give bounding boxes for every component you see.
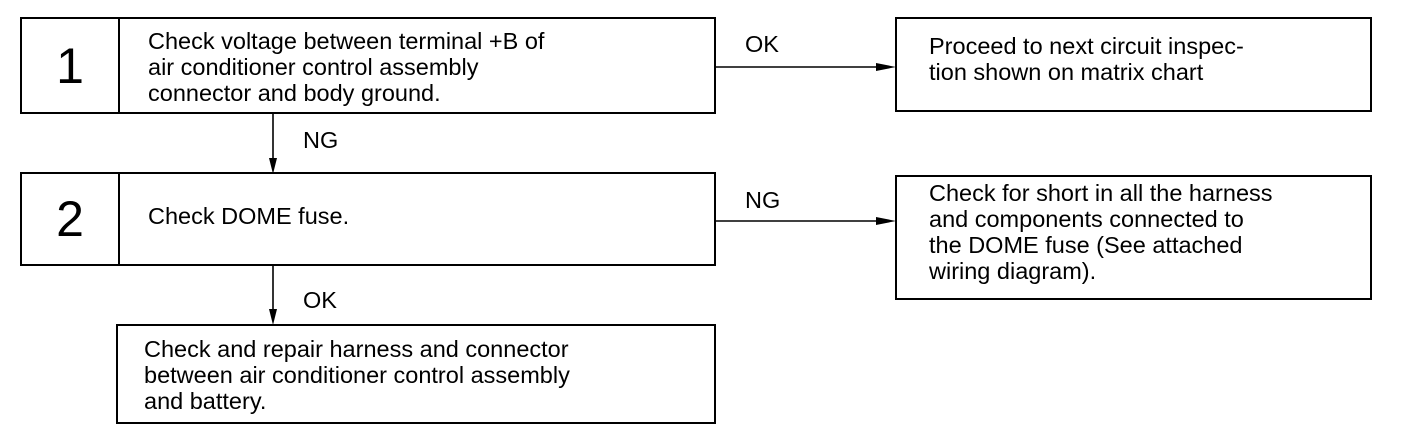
arrowhead-step1-ng <box>269 158 277 174</box>
step-2-ok-result-box <box>116 324 716 424</box>
step-1-line: Check voltage between terminal +B of <box>148 27 545 54</box>
step-2-ok-result-text: Check and repair harness and connector b… <box>144 336 570 414</box>
step-2-ng-line: Check for short in all the harness <box>929 180 1273 206</box>
step-2-number: 2 <box>22 174 120 264</box>
step-2-box: 2 Check DOME fuse. <box>20 172 716 266</box>
step-2-ok-label: OK <box>303 287 337 313</box>
step-2-ok-line: Check and repair harness and connector <box>144 336 569 362</box>
step-2-ng-label: NG <box>745 187 781 213</box>
step-1-ok-result-box <box>895 17 1372 112</box>
step-1-ok-result-text: Proceed to next circuit inspec- tion sho… <box>929 33 1244 85</box>
step-1-ng-label: NG <box>303 127 339 153</box>
step-1-ok-line: Proceed to next circuit inspec- <box>929 33 1244 59</box>
step-2-ng-line: wiring diagram). <box>929 258 1097 284</box>
step-2-ok-line: and battery. <box>144 388 267 414</box>
step-2-ng-result-box <box>895 175 1372 300</box>
step-1-line: connector and body ground. <box>148 79 441 106</box>
step-1-ok-label: OK <box>745 31 779 57</box>
step-1-text: Check voltage between terminal +B of air… <box>120 19 714 112</box>
step-1-box: 1 Check voltage between terminal +B of a… <box>20 17 716 114</box>
step-1-line: air conditioner control assembly <box>148 53 479 80</box>
step-1-number: 1 <box>22 19 120 112</box>
step-2-ng-line: and components connected to <box>929 206 1244 232</box>
step-2-ng-result-text: Check for short in all the harness and c… <box>929 180 1273 284</box>
arrowhead-step2-ok <box>269 309 277 325</box>
step-2-ng-line: the DOME fuse (See attached <box>929 232 1243 258</box>
arrowhead-step2-ng <box>876 217 896 225</box>
step-2-line: Check DOME fuse. <box>148 203 350 229</box>
step-2-ok-line: between air conditioner control assembly <box>144 362 570 388</box>
step-1-ok-line: tion shown on matrix chart <box>929 59 1204 85</box>
step-2-text: Check DOME fuse. <box>120 174 714 264</box>
arrowhead-step1-ok <box>876 63 896 71</box>
